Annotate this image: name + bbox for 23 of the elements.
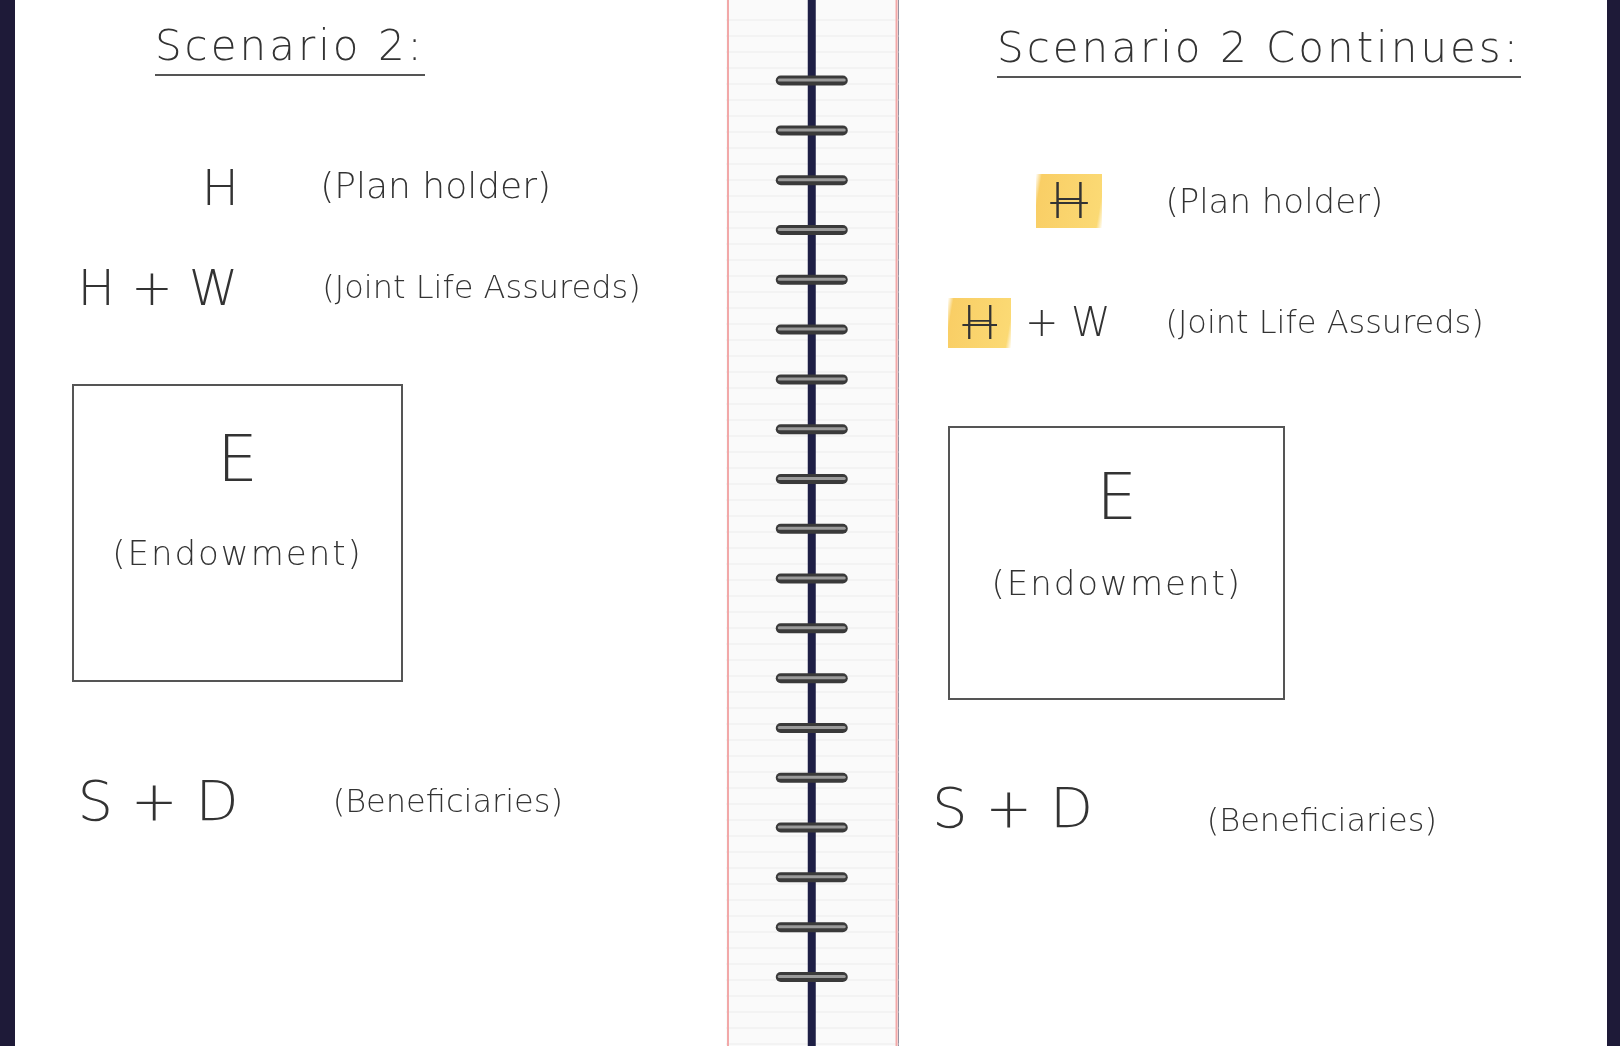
handwritten-label: H + W	[77, 263, 239, 314]
box-letter: E	[217, 421, 258, 496]
handwritten-label: S + D	[931, 780, 1094, 837]
notebook-page	[898, 0, 1607, 1046]
handwritten-label: S + D	[77, 772, 239, 829]
handwritten-label: H	[201, 163, 240, 214]
crossed-out-label: H	[948, 297, 1011, 348]
notebook-page	[15, 0, 727, 1046]
box-caption: (Endowment)	[112, 533, 363, 574]
handwritten-label: (Plan holder)	[320, 168, 552, 205]
page-heading: Scenario 2 Continues:	[997, 22, 1521, 78]
endowment-box	[72, 384, 403, 682]
crossed-out-label: H	[1036, 173, 1102, 228]
handwritten-label: (Beneficiaries)	[1206, 803, 1437, 836]
handwritten-label: + W	[1024, 301, 1111, 342]
handwritten-label: (Plan holder)	[1165, 183, 1384, 218]
page-heading: Scenario 2:	[154, 20, 425, 76]
handwritten-label: (Joint Life Assureds)	[1165, 305, 1484, 338]
handwritten-label: (Joint Life Assureds)	[322, 270, 641, 303]
box-caption: (Endowment)	[991, 563, 1243, 603]
endowment-box	[948, 425, 1286, 701]
handwritten-label: (Beneficiaries)	[332, 785, 563, 818]
box-letter: E	[1096, 460, 1137, 535]
